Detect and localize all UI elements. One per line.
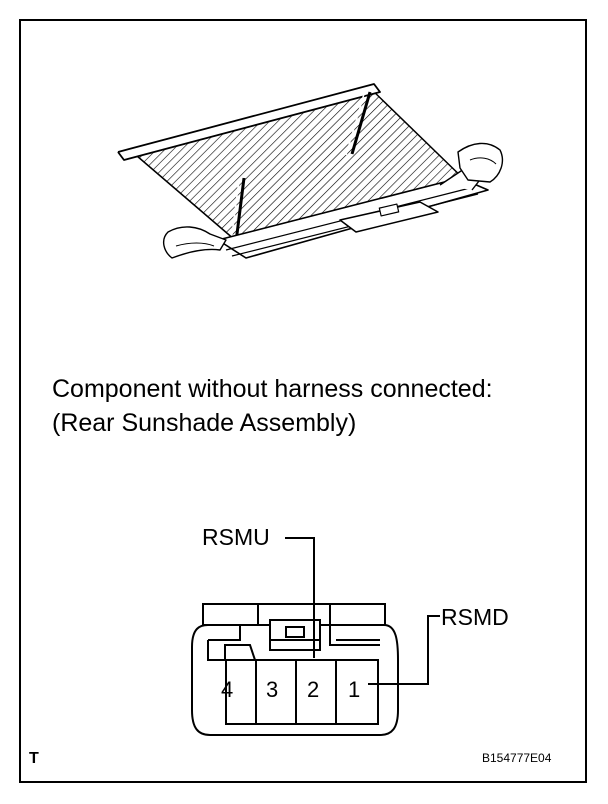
shade-top-bar [117, 83, 381, 161]
pin-number-3: 3 [266, 677, 279, 702]
leader-rsmu [285, 537, 315, 658]
pin-number-4: 4 [221, 677, 234, 702]
leader-rsmd [368, 615, 440, 685]
figure-id: B154777E04 [482, 751, 552, 765]
figure-frame [19, 19, 587, 783]
right-hand [457, 142, 504, 183]
caption-line-1: Component without harness connected: [52, 375, 493, 403]
terminal-label-rsmd: RSMD [441, 604, 509, 630]
caption-line-2: (Rear Sunshade Assembly) [52, 409, 357, 437]
corner-mark: T [29, 750, 39, 767]
connector-outline [191, 603, 399, 736]
sunshade-illustration [117, 83, 504, 259]
terminal-label-rsmu: RSMU [202, 524, 270, 550]
left-hand [162, 226, 227, 259]
pin-number-2: 2 [307, 677, 320, 702]
leader-lines [285, 537, 440, 685]
pin-number-1: 1 [348, 677, 361, 702]
